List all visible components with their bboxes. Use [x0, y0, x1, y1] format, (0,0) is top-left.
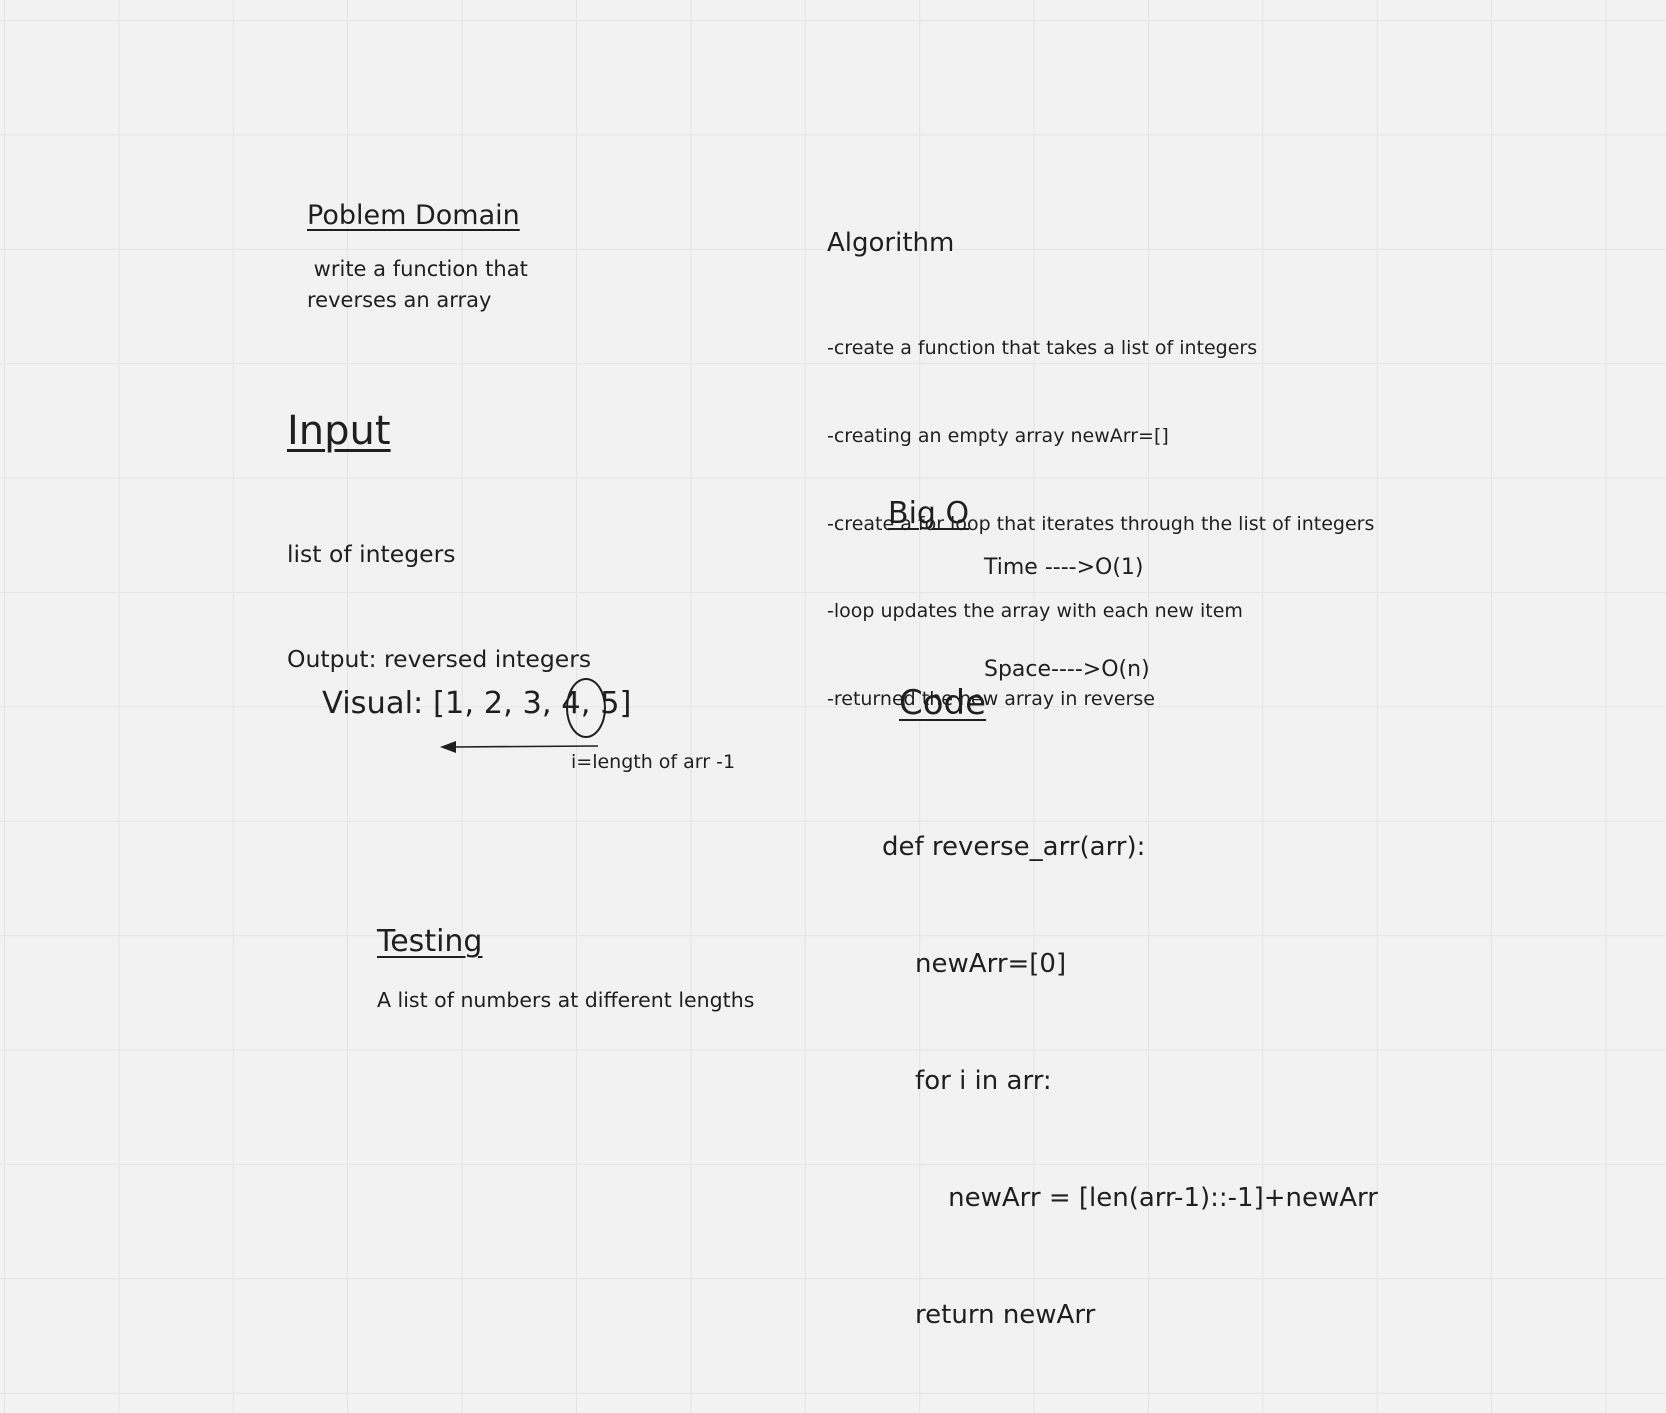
algorithm-steps: -create a function that takes a list of …	[827, 276, 1374, 772]
big-o-heading: Big O	[888, 496, 970, 531]
testing-text: A list of numbers at different lengths	[377, 988, 755, 1012]
output-line: Output: reversed integers	[287, 645, 592, 673]
code-line: return newArr	[882, 1300, 1096, 1330]
space-complexity: Space---->O(n)	[984, 657, 1150, 682]
big-o-values: Time ---->O(1) Space---->O(n)	[984, 483, 1150, 755]
algorithm-step: -create a function that takes a list of …	[827, 337, 1258, 360]
algorithm-step: -creating an empty array newArr=[]	[827, 425, 1169, 448]
algorithm-heading: Algorithm	[827, 228, 955, 258]
whiteboard-canvas: Poblem Domain write a function that reve…	[287, 200, 1378, 1330]
input-line: list of integers	[287, 540, 456, 568]
code-line: for i in arr:	[882, 1066, 1052, 1096]
problem-domain-text: write a function that reverses an array	[307, 257, 528, 312]
code-line: def reverse_arr(arr):	[882, 832, 1146, 862]
input-text: list of integers Output: reversed intege…	[287, 467, 591, 747]
problem-domain-heading: Poblem Domain	[307, 200, 520, 231]
highlight-circle	[566, 678, 606, 738]
input-heading: Input	[287, 408, 391, 454]
algorithm-step: -loop updates the array with each new it…	[827, 600, 1243, 623]
time-complexity: Time ---->O(1)	[984, 555, 1144, 580]
code-heading: Code	[899, 683, 987, 723]
code-line: newArr = [len(arr-1)::-1]+newArr	[882, 1183, 1378, 1213]
code-line: newArr=[0]	[882, 949, 1067, 979]
code-block: def reverse_arr(arr): newArr=[0] for i i…	[882, 750, 1378, 1413]
algorithm-step: -returned the new array in reverse	[827, 687, 1155, 710]
algorithm-step: -create a for loop that iterates through…	[827, 512, 1375, 535]
arrow-note: i=length of arr -1	[571, 751, 736, 773]
testing-heading: Testing	[377, 924, 483, 959]
